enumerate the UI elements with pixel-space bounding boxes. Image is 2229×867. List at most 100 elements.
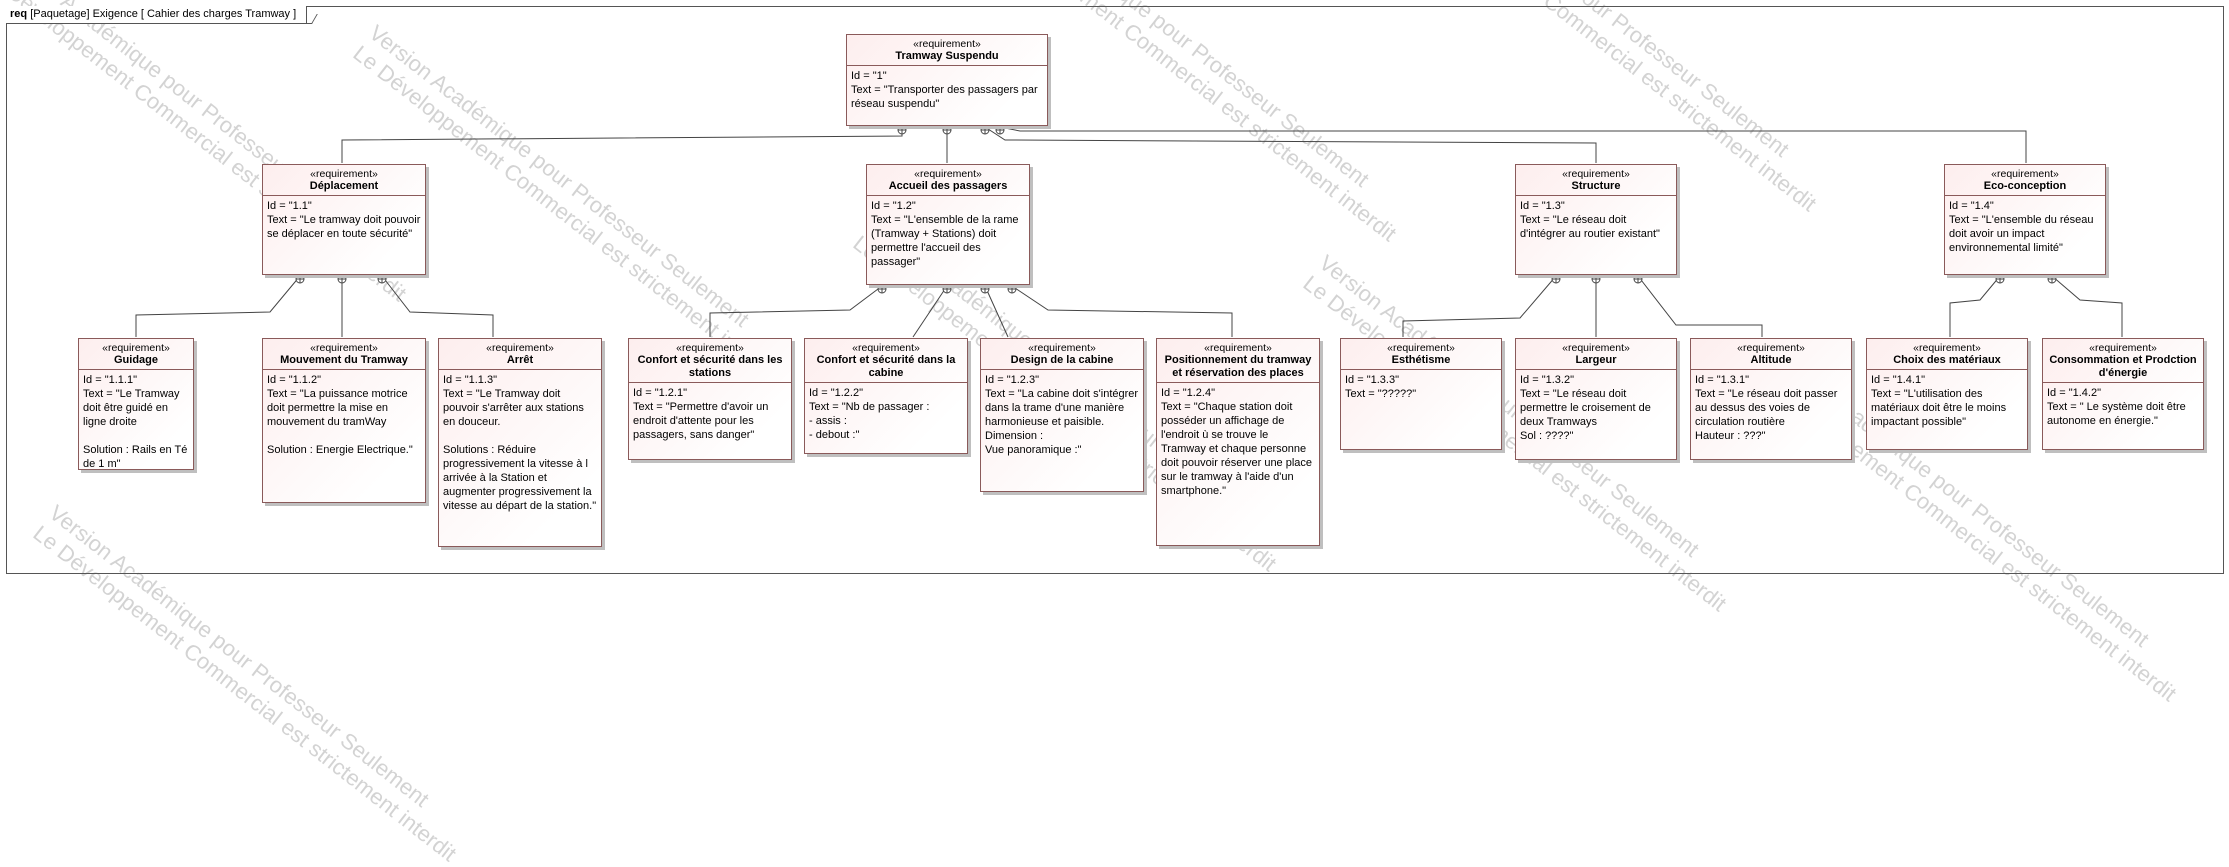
stereotype-label: «requirement» xyxy=(2089,342,2157,354)
requirement-text: Text = "Le réseau doit d'intégrer au rou… xyxy=(1520,214,1660,240)
requirement-name: Consommation et Prodction d'énergie xyxy=(2049,354,2197,379)
requirement-header: «requirement»Accueil des passagers xyxy=(867,165,1029,196)
requirement-1.4.1[interactable]: «requirement»Choix des matériaux Id = "1… xyxy=(1866,338,2028,450)
requirement-name: Arrêt xyxy=(506,354,534,366)
connector-1-1.3 xyxy=(984,126,1597,163)
connector-1.2-1.2.2 xyxy=(912,285,948,338)
requirement-1.3.3[interactable]: «requirement»Esthétisme Id = "1.3.3"Text… xyxy=(1340,338,1502,450)
requirement-1.2[interactable]: «requirement»Accueil des passagers Id = … xyxy=(866,164,1030,285)
connector-1.2-1.2.4 xyxy=(1011,285,1233,337)
requirement-1.1.3[interactable]: «requirement»Arrêt Id = "1.1.3" Text = "L… xyxy=(438,338,602,547)
requirement-text: Text = "Le Tramway doit pouvoir s'arrête… xyxy=(443,388,597,512)
diagram-kind: req xyxy=(10,8,28,20)
requirement-id: Id = "1.3" xyxy=(1520,200,1565,212)
stereotype-label: «requirement» xyxy=(486,342,554,354)
requirement-text: Text = "Le réseau doit permettre le croi… xyxy=(1520,388,1651,442)
requirement-name: Positionnement du tramway et réservation… xyxy=(1164,354,1312,379)
connector-1.3-1.3.3 xyxy=(1402,275,1557,337)
containment-marker xyxy=(377,274,387,284)
stereotype-label: «requirement» xyxy=(102,342,170,354)
containment-marker xyxy=(897,125,907,135)
requirement-body: Id = "1.4.1"Text = "L'utilisation des ma… xyxy=(1867,370,2027,432)
requirement-1[interactable]: «requirement»Tramway Suspendu Id = "1"Te… xyxy=(846,34,1048,126)
requirement-1.2.4[interactable]: «requirement»Positionnement du tramway e… xyxy=(1156,338,1320,546)
containment-marker xyxy=(1633,274,1643,284)
connector-1.1-1.1.1 xyxy=(135,275,301,337)
requirement-body: Id = "1.1.1"Text = "Le Tramway doit être… xyxy=(79,370,193,474)
requirement-text: Text = "La puissance motrice doit permet… xyxy=(267,388,413,456)
connector-1.2-1.2.3 xyxy=(984,285,1009,338)
requirement-header: «requirement»Choix des matériaux xyxy=(1867,339,2027,370)
requirement-text: Text = "Le réseau doit passer au dessus … xyxy=(1695,388,1838,442)
requirement-header: «requirement»Largeur xyxy=(1516,339,1676,370)
requirement-text: Text = " Le système doit être autonome e… xyxy=(2047,401,2189,427)
requirement-body: Id = "1.2" Text = "L'ensemble de la rame … xyxy=(867,196,1029,272)
containment-marker xyxy=(2047,274,2057,284)
requirement-text: Text = "L'utilisation des matériaux doit… xyxy=(1871,388,2010,428)
requirement-1.1.1[interactable]: «requirement»Guidage Id = "1.1.1"Text = … xyxy=(78,338,194,470)
stereotype-label: «requirement» xyxy=(1204,342,1272,354)
connector-1-1.1 xyxy=(341,127,903,163)
connector-1.3-1.3.1 xyxy=(1637,275,1763,337)
requirement-header: «requirement»Arrêt xyxy=(439,339,601,370)
requirement-text: Text = "L'ensemble du réseau doit avoir … xyxy=(1949,214,2097,254)
requirement-body: Id = "1.4.2" Text = " Le système doit êtr… xyxy=(2043,383,2203,431)
requirement-body: Id = "1.2.2" Text = "Nb de passager : - a… xyxy=(805,383,967,445)
requirement-1.1.2[interactable]: «requirement»Mouvement du Tramway Id = "… xyxy=(262,338,426,503)
containment-marker xyxy=(337,274,347,284)
requirement-header: «requirement»Confort et sécurité dans la… xyxy=(805,339,967,383)
requirement-text: Text = "L'ensemble de la rame (Tramway +… xyxy=(871,214,1022,268)
containment-marker xyxy=(877,284,887,294)
requirement-1.3.1[interactable]: «requirement»Altitude Id = "1.3.1" Text =… xyxy=(1690,338,1852,460)
diagram-frame-header: req [Paquetage] Exigence [ Cahier des ch… xyxy=(6,6,308,24)
stereotype-label: «requirement» xyxy=(852,342,920,354)
requirement-1.3[interactable]: «requirement»Structure Id = "1.3"Text = … xyxy=(1515,164,1677,275)
requirement-id: Id = "1.2" xyxy=(871,200,916,212)
requirement-name: Altitude xyxy=(1750,354,1792,366)
stereotype-label: «requirement» xyxy=(1387,342,1455,354)
requirement-name: Eco-conception xyxy=(1983,180,2067,192)
requirement-text: Text = "?????" xyxy=(1345,388,1417,400)
requirement-text: Text = "Le tramway doit pouvoir se dépla… xyxy=(267,214,424,240)
containment-marker xyxy=(1995,274,2005,284)
containment-marker xyxy=(980,284,990,294)
diagram-title: [Paquetage] Exigence [ Cahier des charge… xyxy=(30,8,297,20)
requirement-body: Id = "1.3.2" Text = "Le réseau doit perme… xyxy=(1516,370,1676,446)
requirement-id: Id = "1.2.2" xyxy=(809,387,863,399)
diagram-frame xyxy=(6,6,2224,574)
requirement-id: Id = "1.1.3" xyxy=(443,374,497,386)
containment-marker xyxy=(942,284,952,294)
connector-1.4-1.4.2 xyxy=(2051,275,2123,337)
requirement-1.2.1[interactable]: «requirement»Confort et sécurité dans le… xyxy=(628,338,792,460)
requirement-id: Id = "1.3.2" xyxy=(1520,374,1574,386)
connector-1.4-1.4.1 xyxy=(1949,275,2001,337)
requirement-header: «requirement»Eco-conception xyxy=(1945,165,2105,196)
requirement-1.2.3[interactable]: «requirement»Design de la cabine Id = "1… xyxy=(980,338,1144,492)
requirement-1.2.2[interactable]: «requirement»Confort et sécurité dans la… xyxy=(804,338,968,454)
requirement-1.3.2[interactable]: «requirement»Largeur Id = "1.3.2" Text = … xyxy=(1515,338,1677,460)
stereotype-label: «requirement» xyxy=(1991,168,2059,180)
requirement-name: Largeur xyxy=(1575,354,1617,366)
connector-1-1.4 xyxy=(999,126,2027,163)
requirement-body: Id = "1.2.3"Text = "La cabine doit s'int… xyxy=(981,370,1143,460)
requirement-name: Guidage xyxy=(113,354,158,366)
requirement-1.4.2[interactable]: «requirement»Consommation et Prodction d… xyxy=(2042,338,2204,450)
requirement-name: Choix des matériaux xyxy=(1893,354,2001,366)
containment-marker xyxy=(1007,284,1017,294)
stereotype-label: «requirement» xyxy=(913,38,981,50)
connector-1.2-1.2.1 xyxy=(709,285,883,337)
containment-connectors xyxy=(135,125,2123,338)
requirement-body: Id = "1.3.1" Text = "Le réseau doit passe… xyxy=(1691,370,1851,446)
requirement-text: Text = "Nb de passager : - assis : - deb… xyxy=(809,401,930,441)
requirement-id: Id = "1.3.1" xyxy=(1695,374,1749,386)
containment-marker xyxy=(995,125,1005,135)
requirement-1.1[interactable]: «requirement»Déplacement Id = "1.1"Text … xyxy=(262,164,426,275)
requirement-body: Id = "1.4"Text = "L'ensemble du réseau d… xyxy=(1945,196,2105,258)
requirement-id: Id = "1.4.2" xyxy=(2047,387,2101,399)
requirement-header: «requirement»Consommation et Prodction d… xyxy=(2043,339,2203,383)
requirement-body: Id = "1.1.2"Text = "La puissance motrice… xyxy=(263,370,425,460)
requirement-header: «requirement»Altitude xyxy=(1691,339,1851,370)
containment-marker xyxy=(1551,274,1561,284)
requirement-body: Id = "1.2.1"Text = "Permettre d'avoir un… xyxy=(629,383,791,445)
requirement-1.4[interactable]: «requirement»Eco-conception Id = "1.4"Te… xyxy=(1944,164,2106,275)
